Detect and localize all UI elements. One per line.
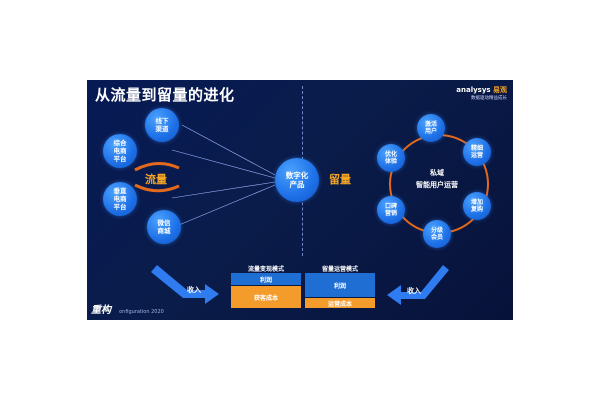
ring-node-increase: 增加 复购 <box>463 192 491 220</box>
traffic-swirl-top <box>134 162 180 172</box>
slide-canvas: 从流量到留量的进化 analysys 易观 数据驱动精益成长 线下 渠道 综合 … <box>87 80 513 320</box>
slide-title: 从流量到留量的进化 <box>95 86 235 104</box>
retention-model-profit: 利润 <box>305 273 375 297</box>
ring-node-activate: 激活 用户 <box>417 114 445 142</box>
ring-node-optimize: 优化 体验 <box>377 144 405 172</box>
line-offline-to-product <box>181 124 276 176</box>
private-domain-subtitle: 智能用户运营 <box>416 181 458 189</box>
channel-offline-node: 线下 渠道 <box>145 108 179 142</box>
logo-tagline: 数据驱动精益成长 <box>471 96 507 101</box>
traffic-model-cost: 获客成本 <box>231 286 301 308</box>
line-wechat-to-product <box>178 184 276 226</box>
logo-brand-en: analysys <box>456 86 491 94</box>
channel-vertical-node: 垂直 电商 平台 <box>103 182 137 216</box>
footer-brand: 重构 <box>91 305 111 316</box>
right-income-arrow <box>387 265 449 305</box>
footer-conference: onfiguration 2020 <box>119 309 164 315</box>
line-ecommerce-to-product <box>171 149 276 179</box>
connector-lines <box>134 124 449 305</box>
channel-wechat-node: 微信 商城 <box>147 210 181 244</box>
left-income-label: 收入 <box>187 286 201 294</box>
right-income-label: 收入 <box>407 287 421 295</box>
line-vertical-to-product <box>171 181 276 199</box>
private-domain-title: 私域 <box>430 169 444 177</box>
logo-brand: analysys 易观 <box>456 85 507 95</box>
traffic-label: 流量 <box>145 173 167 186</box>
retention-model-cost: 运营成本 <box>305 298 375 308</box>
retention-model-title: 留量运营模式 <box>321 265 358 273</box>
ring-node-reputation: 口碑 营销 <box>377 196 405 224</box>
logo-brand-cn: 易观 <box>493 86 507 94</box>
analysys-logo: analysys 易观 数据驱动精益成长 <box>456 85 507 101</box>
traffic-swirl-bottom <box>134 183 180 193</box>
ring-node-tier: 分级 会员 <box>423 220 451 248</box>
digital-product-node: 数字化 产品 <box>275 158 319 202</box>
retention-label: 留量 <box>329 173 351 186</box>
footer-branding: 重构 onfiguration 2020 <box>91 298 164 317</box>
traffic-model-profit: 利润 <box>231 273 301 285</box>
ring-node-refine: 精细 运营 <box>463 138 491 166</box>
left-income-arrow <box>151 265 219 304</box>
channel-ecommerce-node: 综合 电商 平台 <box>103 134 137 168</box>
traffic-model-title: 流量变现模式 <box>247 265 284 273</box>
